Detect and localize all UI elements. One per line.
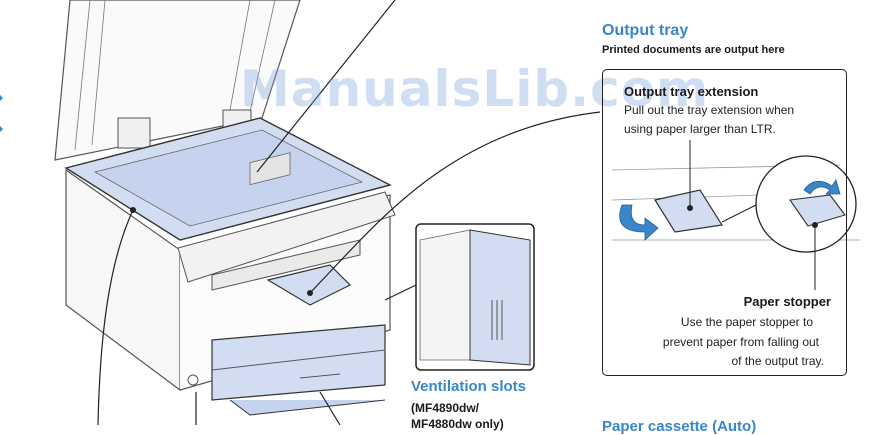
printer-illustration bbox=[54, 0, 860, 425]
output-tray-subtitle: Printed documents are output here bbox=[602, 44, 785, 56]
ventilation-model-2: MF4880dw only) bbox=[411, 417, 504, 431]
paper-cassette-title: Paper cassette (Auto) bbox=[602, 418, 757, 435]
tray-extension-detail bbox=[611, 140, 860, 290]
pull-arrow-icon bbox=[619, 204, 659, 241]
tray-extension-title: Output tray extension bbox=[624, 84, 759, 99]
output-tray-title: Output tray bbox=[602, 22, 689, 39]
output-tray bbox=[211, 239, 361, 291]
paper-cassette bbox=[211, 324, 386, 401]
paper-stopper-text-2: prevent paper from falling out bbox=[662, 335, 819, 349]
ventilation-title: Ventilation slots bbox=[411, 378, 527, 395]
paper-stopper-text-1: Use the paper stopper to bbox=[680, 315, 813, 329]
tray-extension-text-2: using paper larger than LTR. bbox=[624, 122, 776, 136]
paper-stopper-text-3: of the output tray. bbox=[731, 354, 824, 368]
control-panel bbox=[177, 191, 396, 283]
paper-stopper-title: Paper stopper bbox=[743, 294, 831, 309]
tray-extension-text-1: Pull out the tray extension when bbox=[624, 103, 795, 117]
ventilation-model-1: (MF4890dw/ bbox=[411, 401, 480, 415]
flip-arrow-icon bbox=[803, 179, 841, 195]
output-tray-extension-shape bbox=[266, 264, 352, 306]
output-tray-callout bbox=[602, 69, 847, 376]
